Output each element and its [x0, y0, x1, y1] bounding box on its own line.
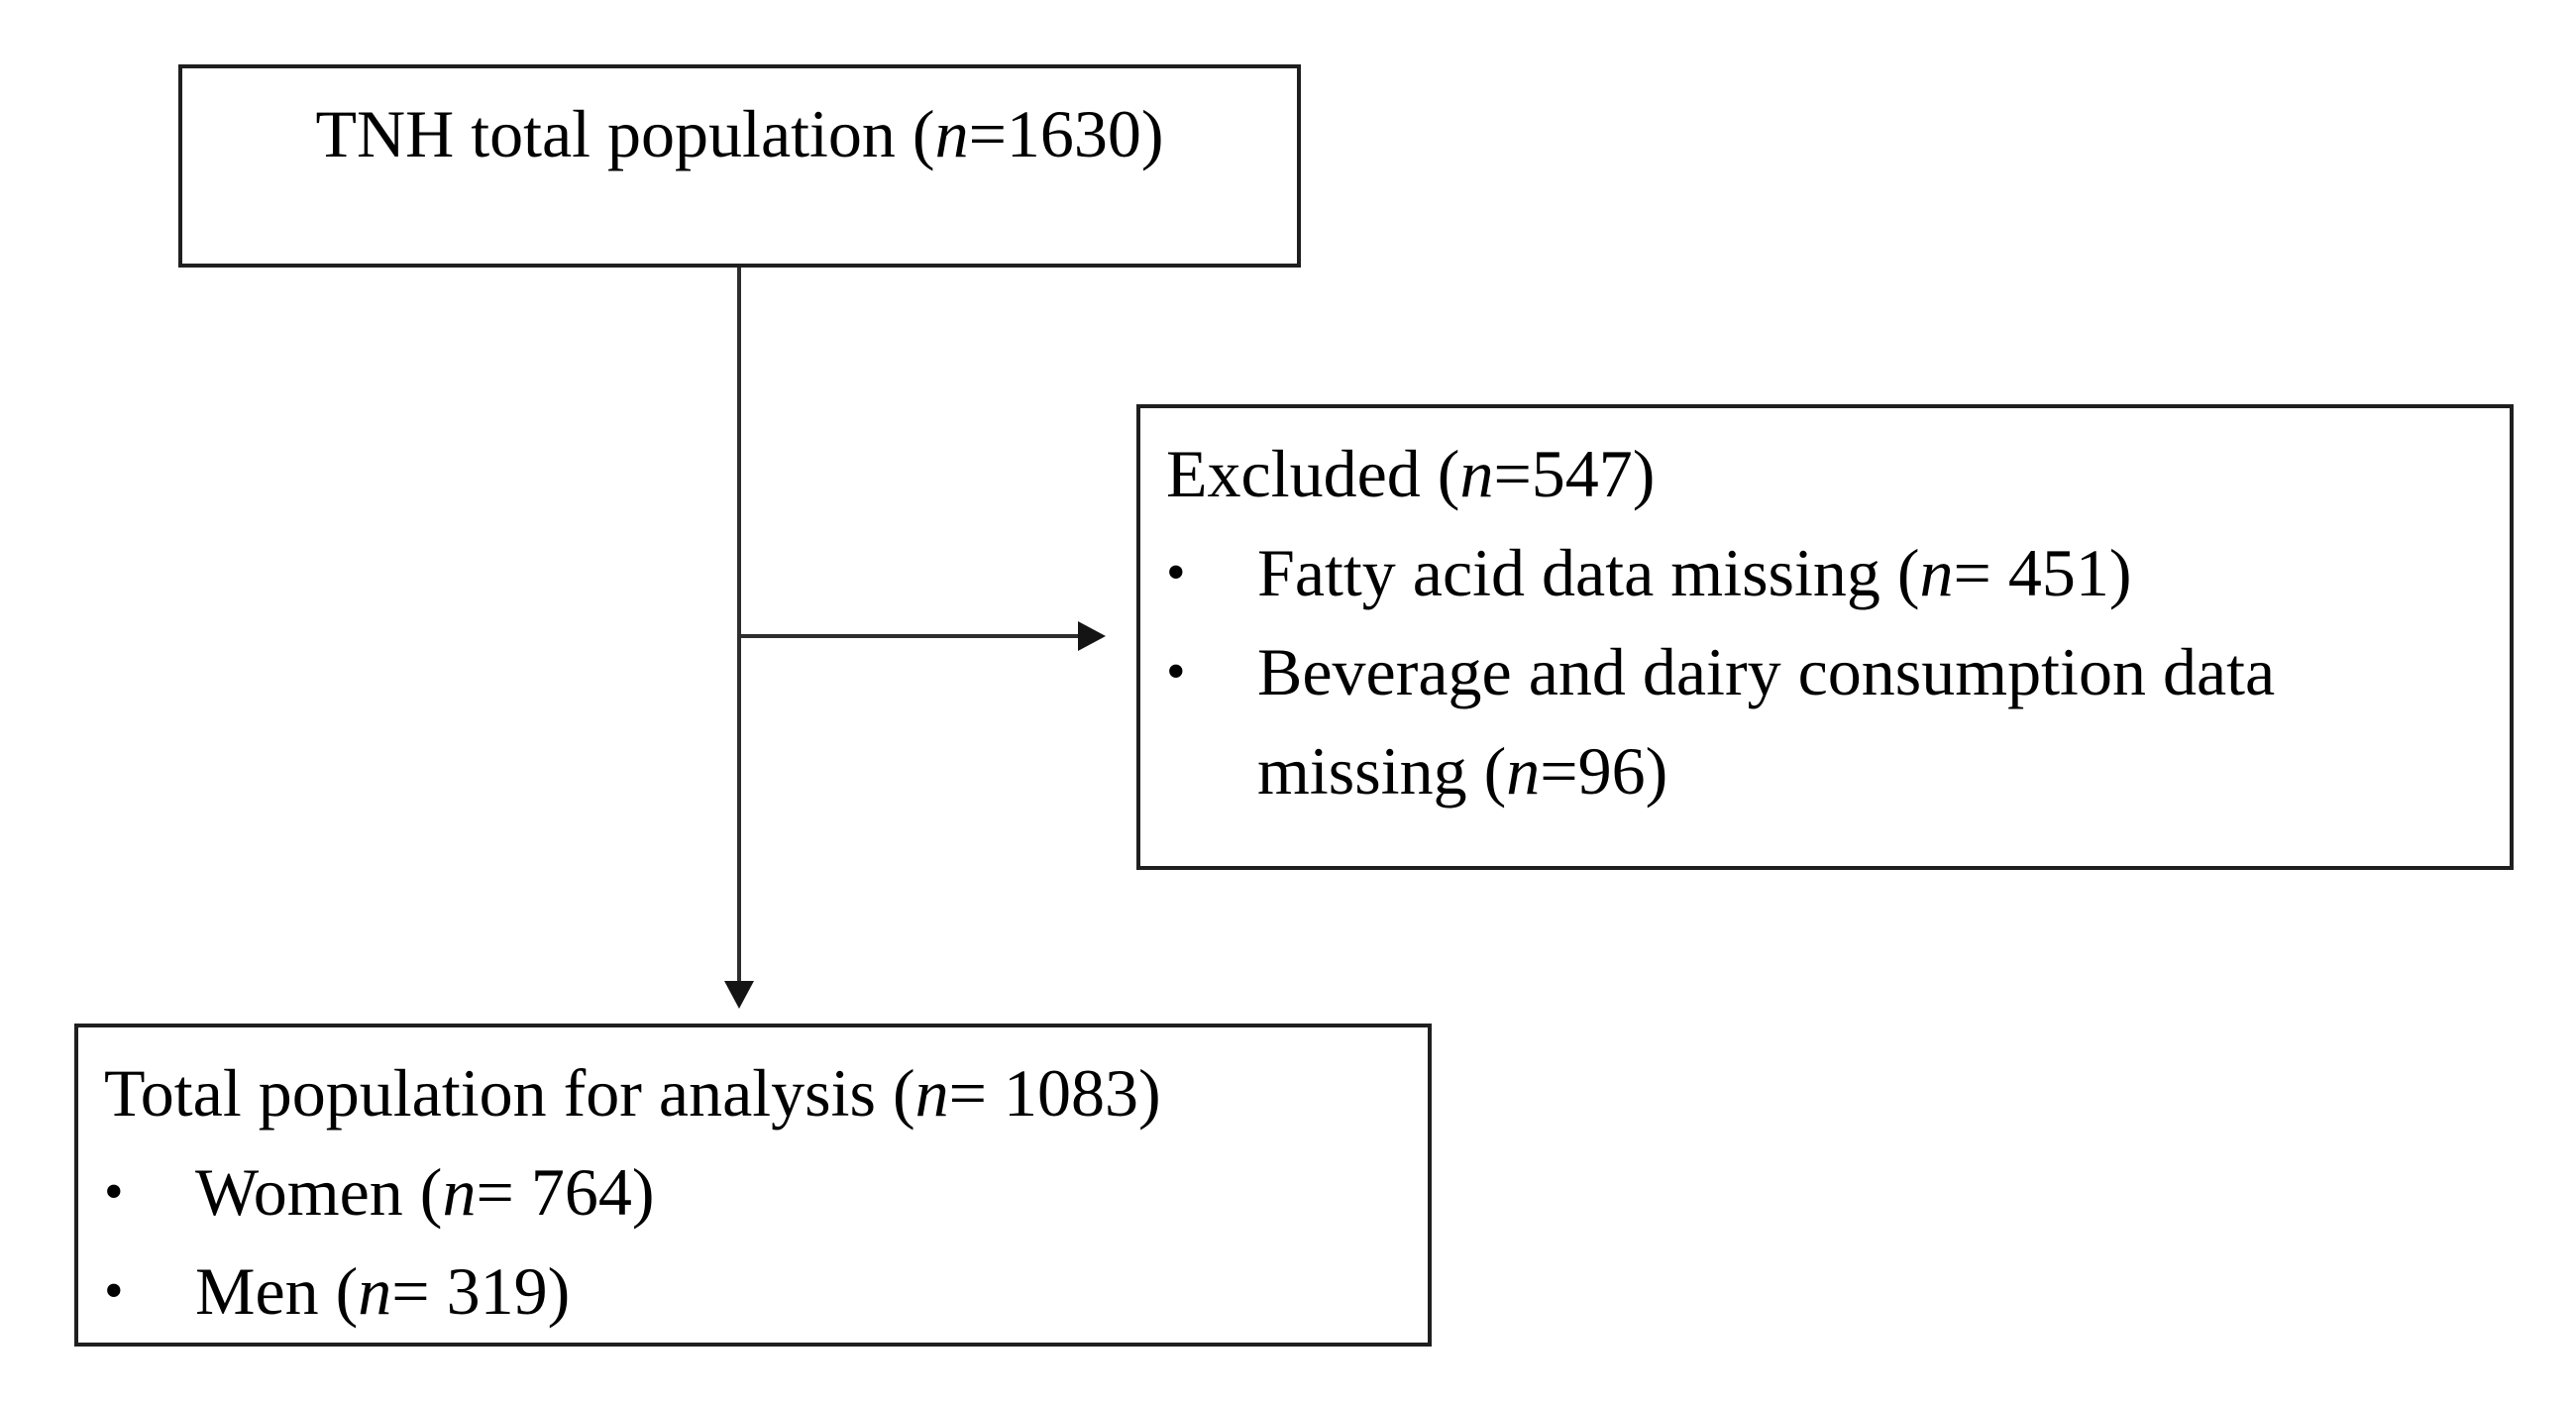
n-symbol: n — [442, 1154, 477, 1230]
branch-connector-line — [739, 634, 1078, 638]
flow-node-total-population: TNH total population (n=1630) — [178, 64, 1301, 268]
node-title: TNH total population (n=1630) — [192, 84, 1287, 183]
bullet-icon: • — [1166, 542, 1186, 603]
n-symbol: n — [358, 1253, 392, 1329]
n-symbol: n — [1459, 436, 1494, 511]
text-pre: Fatty acid data missing ( — [1257, 535, 1920, 610]
n-symbol: n — [1919, 535, 1954, 610]
n-symbol: n — [1506, 733, 1541, 809]
text-pre: TNH total population ( — [315, 96, 935, 171]
flow-node-analysis-population: Total population for analysis (n= 1083) … — [74, 1024, 1432, 1347]
right-arrowhead-icon — [1078, 621, 1106, 651]
text-post: =1630) — [968, 96, 1164, 171]
text-post: =96) — [1540, 733, 1668, 809]
text-post: = 1083) — [948, 1055, 1161, 1131]
list-item: • Men (n= 319) — [104, 1241, 1412, 1341]
n-symbol: n — [914, 1055, 949, 1131]
bullet-icon: • — [104, 1260, 124, 1322]
n-symbol: n — [934, 96, 969, 171]
text-pre: missing ( — [1257, 733, 1507, 809]
down-arrowhead-icon — [724, 981, 754, 1009]
bullet-icon: • — [1166, 641, 1186, 702]
bullet-text: Fatty acid data missing (n= 451) — [1257, 523, 2132, 622]
bullet-text: Women (n= 764) — [195, 1142, 654, 1241]
node-title: Excluded (n=547) — [1166, 424, 2494, 523]
vertical-connector-line — [737, 268, 741, 983]
text-post: = 451) — [1953, 535, 2132, 610]
bullet-text: Beverage and dairy consumption data — [1257, 622, 2275, 721]
text-line1: Beverage and dairy consumption data — [1257, 634, 2276, 709]
text-pre: Women ( — [195, 1154, 443, 1230]
bullet-icon: • — [104, 1161, 124, 1223]
text-post: =547) — [1493, 436, 1656, 511]
list-item: • Beverage and dairy consumption data — [1166, 622, 2494, 721]
flow-node-excluded: Excluded (n=547) • Fatty acid data missi… — [1136, 404, 2514, 870]
list-item: • Fatty acid data missing (n= 451) — [1166, 523, 2494, 622]
node-title: Total population for analysis (n= 1083) — [104, 1043, 1412, 1142]
text-post: = 319) — [391, 1253, 571, 1329]
text-post: = 764) — [476, 1154, 655, 1230]
bullet-text-wrap-line: missing (n=96) — [1257, 721, 2494, 820]
list-item: • Women (n= 764) — [104, 1142, 1412, 1241]
text-pre: Total population for analysis ( — [104, 1055, 915, 1131]
bullet-text: Men (n= 319) — [195, 1241, 570, 1341]
text-pre: Men ( — [195, 1253, 359, 1329]
text-pre: Excluded ( — [1166, 436, 1460, 511]
